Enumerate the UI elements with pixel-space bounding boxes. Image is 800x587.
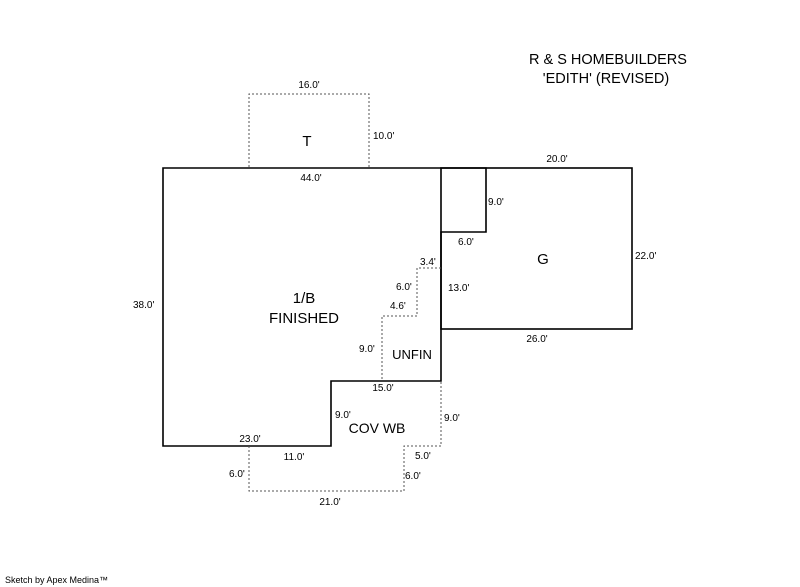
footer-credit: Sketch by Apex Medina™	[5, 575, 108, 585]
cov-wb-outline	[248, 381, 442, 492]
t-area-outline	[248, 93, 370, 167]
dim-t-right: 10.0'	[373, 131, 394, 142]
dim-garage-top: 20.0'	[546, 154, 567, 165]
dim-garage-bottom: 26.0'	[526, 334, 547, 345]
dim-step-vert: 6.0'	[396, 282, 412, 293]
main-area-label-1: 1/B	[293, 290, 316, 307]
dim-cov-right-lower: 6.0'	[405, 471, 421, 482]
dim-step-top: 3.4'	[420, 257, 436, 268]
dim-cov-step: 5.0'	[415, 451, 431, 462]
dim-main-bottom: 23.0'	[239, 434, 260, 445]
dim-unfin-bottom: 15.0'	[372, 383, 393, 394]
dim-cov-left: 9.0'	[335, 410, 351, 421]
garage-label: G	[537, 251, 549, 268]
dim-cov-top-left: 11.0'	[284, 452, 305, 463]
dim-garage-right: 22.0'	[635, 251, 656, 262]
unfin-area-label: UNFIN	[392, 347, 432, 362]
garage-outline	[440, 167, 633, 330]
dim-unfin-left: 9.0'	[359, 344, 375, 355]
dim-notch-right: 9.0'	[488, 197, 504, 208]
dim-cov-right: 9.0'	[444, 413, 460, 424]
dim-cov-bottom: 21.0'	[319, 497, 340, 508]
cov-wb-label: COV WB	[349, 420, 406, 436]
main-area-label-2: FINISHED	[269, 310, 339, 327]
dim-t-top: 16.0'	[298, 80, 319, 91]
dim-garage-left: 13.0'	[448, 283, 469, 294]
dim-step-horiz: 4.6'	[390, 301, 406, 312]
main-area-outline	[162, 167, 487, 447]
dim-main-top: 44.0'	[300, 173, 321, 184]
dim-notch-horiz: 6.0'	[458, 237, 474, 248]
unfin-area-outline	[381, 267, 441, 381]
title-company: R & S HOMEBUILDERS	[529, 52, 687, 68]
t-area-label: T	[302, 133, 311, 150]
title-plan-name: 'EDITH' (REVISED)	[543, 71, 669, 87]
dim-main-left: 38.0'	[133, 300, 154, 311]
dim-cov-left-lower: 6.0'	[229, 469, 245, 480]
